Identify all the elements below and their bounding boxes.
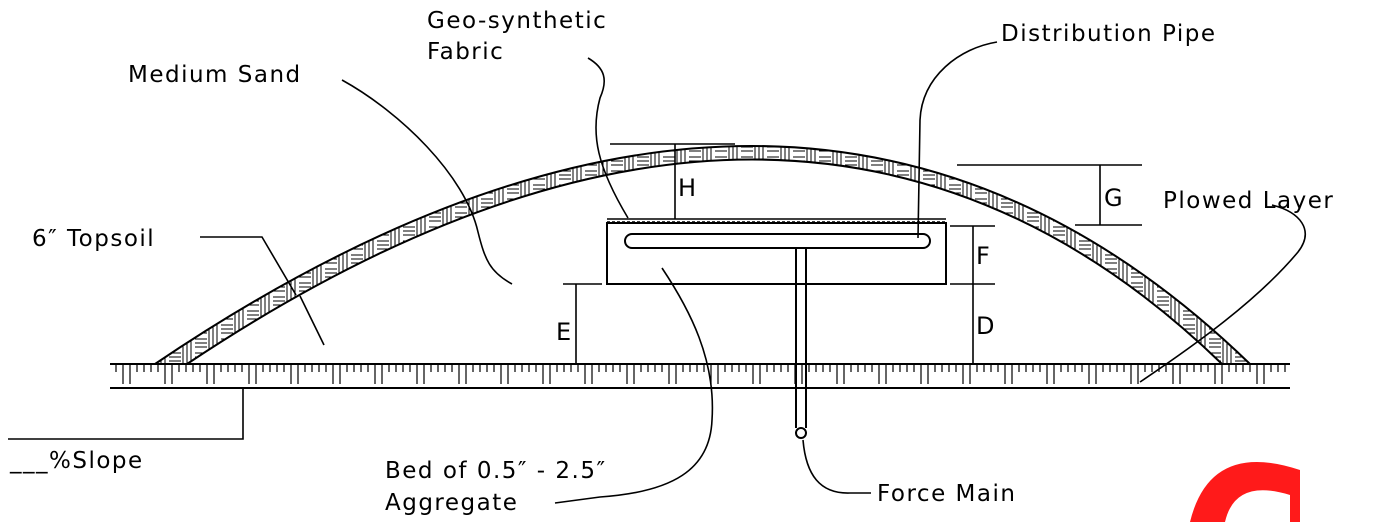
plowed-layer-label: Plowed Layer xyxy=(1163,188,1334,214)
dimension-h-label: H xyxy=(678,174,696,202)
geo-synthetic-label-line1: Geo-synthetic xyxy=(427,8,607,34)
corner-mark xyxy=(1190,461,1300,522)
dimension-g: G xyxy=(957,164,1142,226)
distribution-pipe-label: Distribution Pipe xyxy=(1001,21,1217,47)
dimension-f: F xyxy=(950,225,995,284)
dimension-f-label: F xyxy=(976,242,990,270)
dimension-e-label: E xyxy=(556,318,571,346)
dimension-h: H xyxy=(610,143,735,219)
slope-label: ___%Slope xyxy=(9,448,144,474)
dimension-d: D xyxy=(950,283,995,364)
force-main-riser xyxy=(795,248,807,439)
force-main-label: Force Main xyxy=(877,481,1016,507)
medium-sand-label: Medium Sand xyxy=(128,62,302,88)
ground-plowed-layer xyxy=(110,363,1290,389)
dimension-g-label: G xyxy=(1104,184,1123,212)
dimension-d-label: D xyxy=(976,312,994,340)
leader-lines xyxy=(8,41,1306,504)
dimension-e: E xyxy=(556,283,602,364)
topsoil-layer xyxy=(154,145,1251,365)
bed-aggregate-label-line1: Bed of 0.5″ - 2.5″ xyxy=(385,458,607,484)
bed-aggregate-label-line2: Aggregate xyxy=(385,490,518,516)
geo-synthetic-label-line2: Fabric xyxy=(427,39,504,65)
topsoil-label: 6″ Topsoil xyxy=(32,226,155,252)
geo-synthetic-fabric xyxy=(607,218,946,223)
distribution-pipe xyxy=(624,233,931,249)
aggregate-bed xyxy=(606,222,947,285)
